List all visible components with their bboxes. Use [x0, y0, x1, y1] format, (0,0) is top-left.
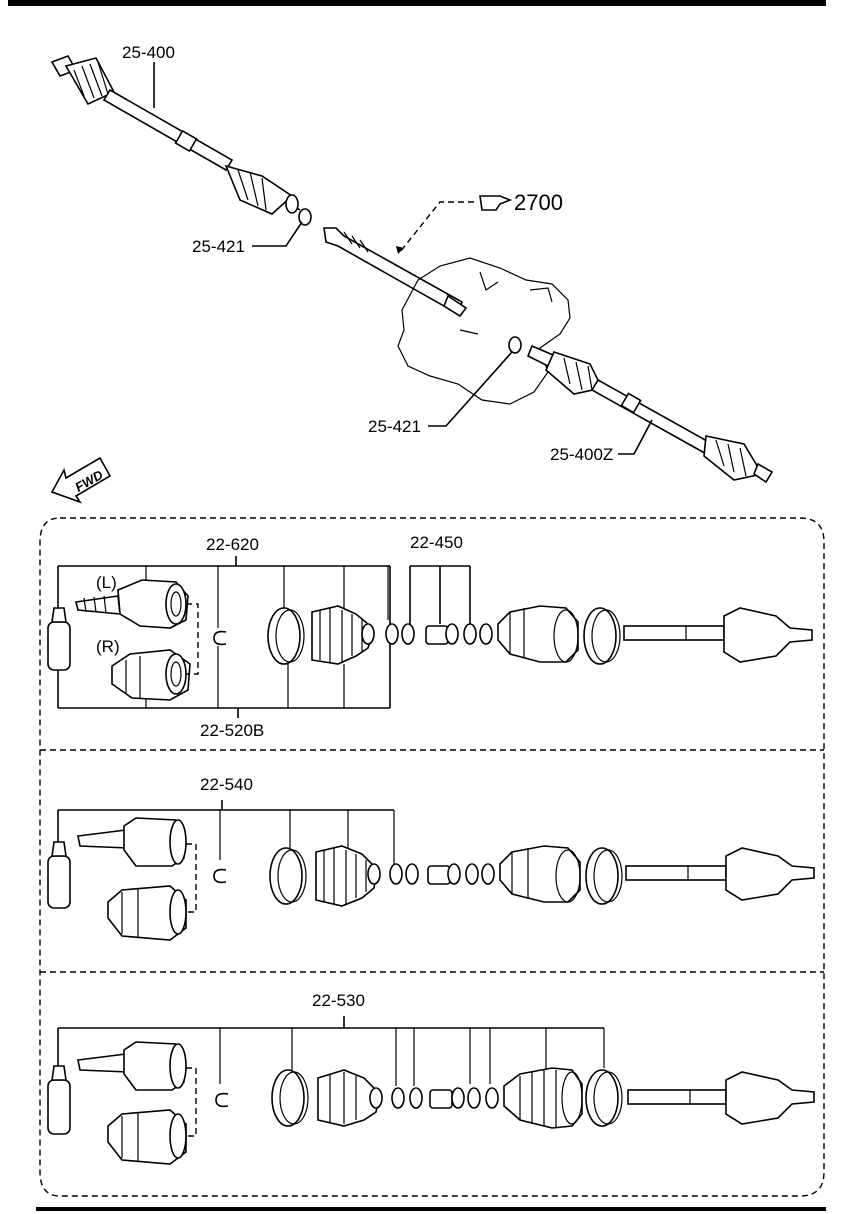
outer-joint-2b[interactable]: [107, 885, 187, 941]
boot-band-5[interactable]: [271, 1069, 309, 1127]
boot-4[interactable]: [499, 845, 581, 903]
outer-joint-left[interactable]: [75, 579, 189, 629]
shaft-3[interactable]: [627, 1071, 815, 1125]
boot-5[interactable]: [317, 1069, 383, 1127]
top-rule: [8, 0, 826, 6]
drive-shaft-upper[interactable]: [50, 55, 301, 215]
boot-band-4[interactable]: [585, 847, 623, 905]
shaft-1[interactable]: [623, 607, 813, 663]
label-22-620: 22-620: [206, 535, 259, 554]
label-left: (L): [96, 573, 117, 592]
boot-band-1[interactable]: [267, 607, 305, 665]
outer-joint-3a[interactable]: [77, 1041, 187, 1091]
boot-band-2[interactable]: [583, 607, 621, 665]
label-shaft-upper: 25-400: [122, 43, 175, 62]
fwd-arrow-icon: FWD: [50, 456, 112, 504]
boot-3[interactable]: [315, 845, 381, 907]
label-22-530: 22-530: [312, 991, 365, 1010]
label-22-540: 22-540: [200, 775, 253, 794]
pointing-hand-icon: [479, 195, 513, 211]
boot-1[interactable]: [311, 605, 375, 665]
grease-tube-2[interactable]: [47, 841, 71, 909]
panel-frame: [39, 517, 825, 1197]
boot-2[interactable]: [497, 605, 579, 663]
shaft-2[interactable]: [625, 847, 815, 901]
outer-joint-2a[interactable]: [77, 817, 187, 867]
label-clip-lower: 25-421: [368, 417, 421, 436]
rings-2[interactable]: [389, 863, 495, 885]
clip-lower[interactable]: [508, 336, 522, 354]
outer-joint-3b[interactable]: [107, 1109, 187, 1165]
circlip-3[interactable]: [215, 1092, 229, 1108]
boot-band-3[interactable]: [269, 847, 307, 905]
outer-joint-right[interactable]: [111, 649, 191, 701]
grease-tube[interactable]: [47, 607, 71, 671]
clip-upper[interactable]: [298, 208, 312, 226]
label-ref-2700: 2700: [514, 190, 563, 215]
label-22-450: 22-450: [410, 533, 463, 552]
transmission-outline: [397, 257, 571, 405]
label-shaft-lower: 25-400Z: [550, 445, 613, 464]
boot-6[interactable]: [503, 1067, 583, 1129]
rings-3[interactable]: [391, 1087, 499, 1109]
circlip[interactable]: [213, 630, 227, 646]
rings-1[interactable]: [385, 623, 493, 645]
intermediate-shaft[interactable]: [323, 227, 468, 318]
grease-tube-3[interactable]: [47, 1065, 71, 1135]
panel-2: 22-540: [47, 775, 815, 941]
panel-1: 22-620 22-450 22-520B (L) (R): [47, 533, 813, 740]
bottom-rule: [36, 1207, 826, 1211]
label-clip-upper: 25-421: [192, 237, 245, 256]
circlip-2[interactable]: [213, 868, 227, 884]
label-22-520B: 22-520B: [200, 721, 264, 740]
boot-band-6[interactable]: [585, 1069, 623, 1127]
panel-3: 22-530: [47, 991, 815, 1165]
label-right: (R): [96, 637, 120, 656]
drive-shaft-lower[interactable]: [526, 344, 774, 484]
